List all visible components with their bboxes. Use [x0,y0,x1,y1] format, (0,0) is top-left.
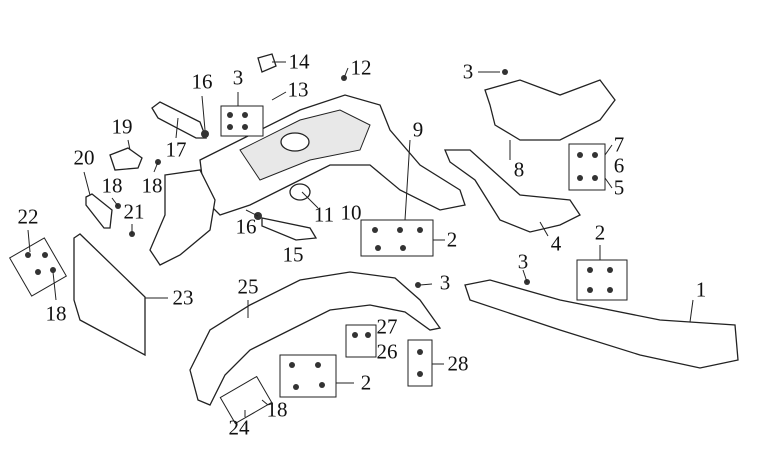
callout-21: 21 [123,199,145,224]
callout-18: 18 [266,397,288,422]
callout-1: 1 [695,277,707,302]
plate-20-part [85,193,113,229]
callout-3: 3 [517,249,529,274]
callout-2: 2 [446,227,458,252]
license-plate-part [73,233,146,357]
callout-25: 25 [237,274,259,299]
callout-6: 6 [613,153,625,178]
callout-16: 16 [235,214,257,239]
callout-11: 11 [313,202,335,227]
callout-9: 9 [412,117,424,142]
bracket-19-part [109,147,143,171]
cap-14-part [257,53,277,73]
callout-13: 13 [287,77,309,102]
callout-27: 27 [376,314,398,339]
callout-22: 22 [17,204,39,229]
callout-18: 18 [45,301,67,326]
inner-fender-part [189,271,442,406]
callout-26: 26 [376,339,398,364]
callout-23: 23 [172,285,194,310]
callout-12: 12 [350,55,372,80]
callout-18: 18 [141,173,163,198]
callout-24: 24 [228,415,250,440]
footrest-17-part [151,101,207,139]
bracket-8-part [484,79,616,141]
footrest-15-part [261,217,318,241]
rear-mudguard-part [149,169,216,266]
callout-4: 4 [550,231,562,256]
arm-4-part [444,149,581,233]
rear-frame-part [199,94,466,216]
bolt-markers [25,69,613,390]
callout-14: 14 [288,49,310,74]
callout-16: 16 [191,69,213,94]
callout-18: 18 [101,173,123,198]
callout-5: 5 [613,175,625,200]
callout-28: 28 [447,351,469,376]
leader-lines [27,61,694,417]
callout-8: 8 [513,157,525,182]
callout-3: 3 [462,59,474,84]
side-rail-part [464,279,739,369]
callout-7: 7 [613,132,625,157]
callout-2: 2 [360,370,372,395]
callout-17: 17 [165,137,187,162]
callout-10: 10 [340,200,362,225]
callout-19: 19 [111,114,133,139]
callout-3: 3 [232,65,244,90]
callout-2: 2 [594,220,606,245]
callout-15: 15 [282,242,304,267]
callout-3: 3 [439,270,451,295]
hardware-boxes [8,105,628,425]
callout-20: 20 [73,145,95,170]
